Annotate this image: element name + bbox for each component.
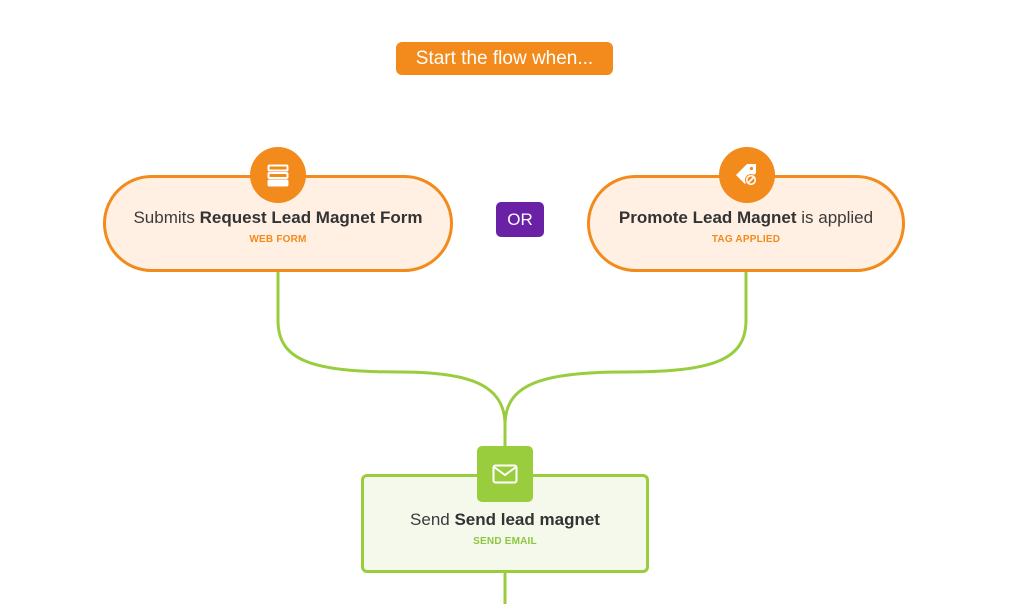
- trigger-type-label: WEB FORM: [249, 234, 307, 245]
- envelope-icon: [477, 446, 533, 502]
- start-flow-button[interactable]: Start the flow when...: [396, 42, 613, 75]
- trigger-title: Promote Lead Magnet is applied: [618, 208, 874, 227]
- trigger-name: Promote Lead Magnet: [618, 208, 797, 227]
- trigger-name: Request Lead Magnet Form: [199, 208, 423, 227]
- connector-right-trigger: [503, 272, 748, 426]
- connector-left-trigger: [276, 272, 507, 448]
- action-title: Send Send lead magnet: [410, 510, 600, 529]
- tag-icon: [719, 147, 775, 203]
- web-form-icon: [250, 147, 306, 203]
- or-badge: OR: [496, 202, 544, 237]
- trigger-tag-applied[interactable]: Promote Lead Magnet is applied TAG APPLI…: [587, 175, 905, 272]
- action-type-label: SEND EMAIL: [473, 536, 537, 547]
- trigger-type-label: TAG APPLIED: [711, 234, 781, 245]
- trigger-title: Submits Request Lead Magnet Form: [133, 208, 423, 227]
- action-name: Send lead magnet: [454, 510, 600, 529]
